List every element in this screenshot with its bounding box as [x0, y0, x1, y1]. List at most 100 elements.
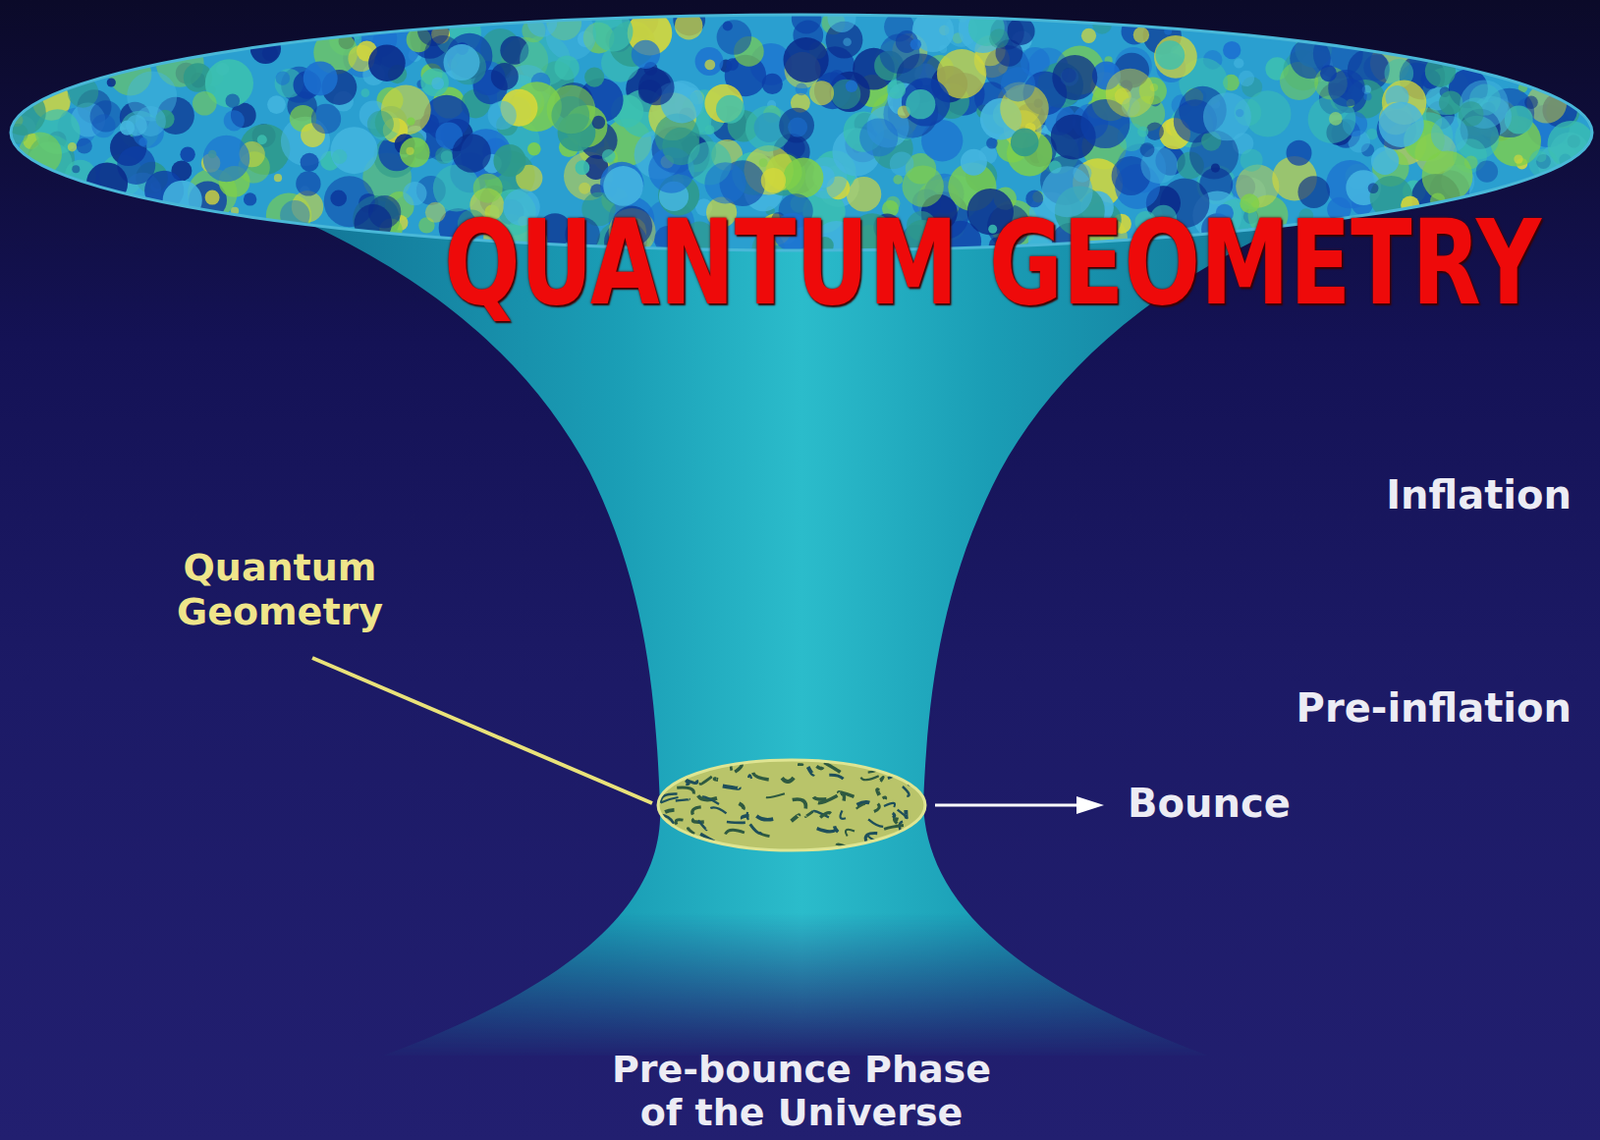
cmb-spot	[602, 149, 616, 164]
cmb-spot	[1133, 26, 1150, 43]
quantum-strand	[722, 786, 740, 789]
quantum-strand	[673, 763, 678, 766]
quantum-strand	[797, 763, 803, 767]
cmb-spot	[274, 173, 282, 182]
cmb-spot	[989, 28, 1009, 49]
quantum-strand	[791, 815, 800, 822]
quantum-strand	[845, 829, 855, 837]
quantum-strand	[750, 824, 763, 833]
cmb-spot	[1155, 40, 1185, 70]
quantum-strand	[724, 829, 745, 834]
cmb-spot	[1297, 175, 1330, 209]
cmb-spot	[107, 77, 116, 87]
quantum-strand	[805, 811, 814, 817]
cmb-spot	[759, 158, 769, 167]
cmb-spot	[451, 133, 491, 172]
cmb-spot	[1081, 28, 1097, 44]
cmb-spot	[443, 44, 481, 81]
cmb-spot	[225, 93, 241, 109]
cmb-spot	[1211, 164, 1220, 173]
cmb-spot	[1513, 154, 1523, 164]
cmb-spot	[1368, 182, 1380, 194]
quantum-strand	[654, 820, 663, 827]
cmb-spot	[787, 117, 808, 138]
quantum-strand	[882, 797, 886, 800]
quantum-strand	[877, 789, 880, 796]
bounce-arrow	[935, 804, 1079, 808]
cmb-spot	[1238, 70, 1255, 87]
quantum-strand	[766, 793, 785, 798]
quantum-strand	[742, 816, 750, 820]
phase-label: Bounce	[1127, 779, 1291, 828]
quantum-strand	[813, 797, 827, 800]
cmb-spot	[716, 95, 745, 124]
quantum-strand	[868, 819, 883, 828]
cmb-spot	[892, 174, 903, 185]
cmb-spot	[488, 101, 517, 130]
callout-label: Quantum Geometry	[147, 546, 413, 635]
quantum-strand	[753, 772, 770, 780]
cmb-spot	[901, 77, 950, 126]
cmb-spot	[546, 9, 597, 60]
cmb-spot	[575, 160, 591, 175]
cmb-spot	[695, 47, 724, 76]
arrow-head	[1076, 796, 1104, 815]
cmb-spot	[493, 144, 526, 177]
cmb-spot	[441, 150, 454, 164]
quantum-strand	[880, 776, 883, 782]
cmb-spot	[1137, 126, 1149, 138]
cmb-spot	[830, 79, 861, 110]
cmb-spot	[405, 147, 414, 156]
quantum-strand	[738, 803, 744, 810]
cmb-spot	[331, 126, 379, 174]
cmb-spot	[717, 19, 753, 56]
cmb-spot	[603, 165, 644, 207]
cmb-spot	[783, 157, 825, 198]
cmb-spot	[119, 120, 135, 136]
cmb-spot	[1010, 128, 1040, 158]
quantum-strand	[838, 792, 855, 798]
quantum-strand	[861, 775, 880, 780]
cmb-spot	[795, 83, 809, 97]
cmb-spot	[705, 124, 716, 135]
cmb-spot	[431, 77, 444, 91]
leader-line	[312, 658, 653, 804]
quantum-strand	[840, 811, 846, 820]
quantum-strand	[897, 810, 908, 819]
cmb-spot	[845, 80, 858, 93]
cmb-spot	[367, 110, 394, 138]
cmb-spot	[1140, 142, 1156, 158]
cmb-spot	[1244, 90, 1291, 137]
cmb-spot	[257, 134, 268, 145]
cmb-spot	[203, 135, 251, 183]
quantum-strand	[877, 761, 888, 769]
cmb-spot	[425, 202, 446, 223]
cmb-spot	[303, 60, 338, 96]
quantum-strand	[894, 819, 899, 825]
cmb-spot	[527, 142, 542, 157]
cmb-spot	[638, 69, 675, 107]
cmb-spot	[361, 88, 371, 98]
cmb-spot	[311, 104, 341, 134]
quantum-strand	[828, 774, 843, 779]
quantum-strand	[726, 821, 746, 826]
cmb-spot	[910, 39, 922, 51]
quantum-strand	[685, 780, 689, 785]
cmb-spot	[960, 149, 988, 176]
bounce-rim	[658, 760, 926, 851]
quantum-strand	[856, 804, 866, 810]
cmb-spot	[761, 167, 786, 193]
quantum-strand	[820, 813, 831, 819]
quantum-strand	[688, 838, 693, 844]
cmb-spot	[578, 182, 591, 195]
quantum-strand	[710, 807, 726, 814]
title: QUANTUM GEOMETRY	[443, 204, 1542, 323]
bounce-ellipse	[658, 760, 926, 851]
quantum-strand	[781, 777, 794, 782]
cmb-spot	[827, 3, 857, 33]
quantum-strand	[723, 757, 740, 764]
cmb-spot	[553, 55, 579, 80]
quantum-strand	[676, 787, 694, 795]
quantum-strand	[883, 826, 904, 830]
phase-label: Inflation	[1385, 471, 1572, 519]
